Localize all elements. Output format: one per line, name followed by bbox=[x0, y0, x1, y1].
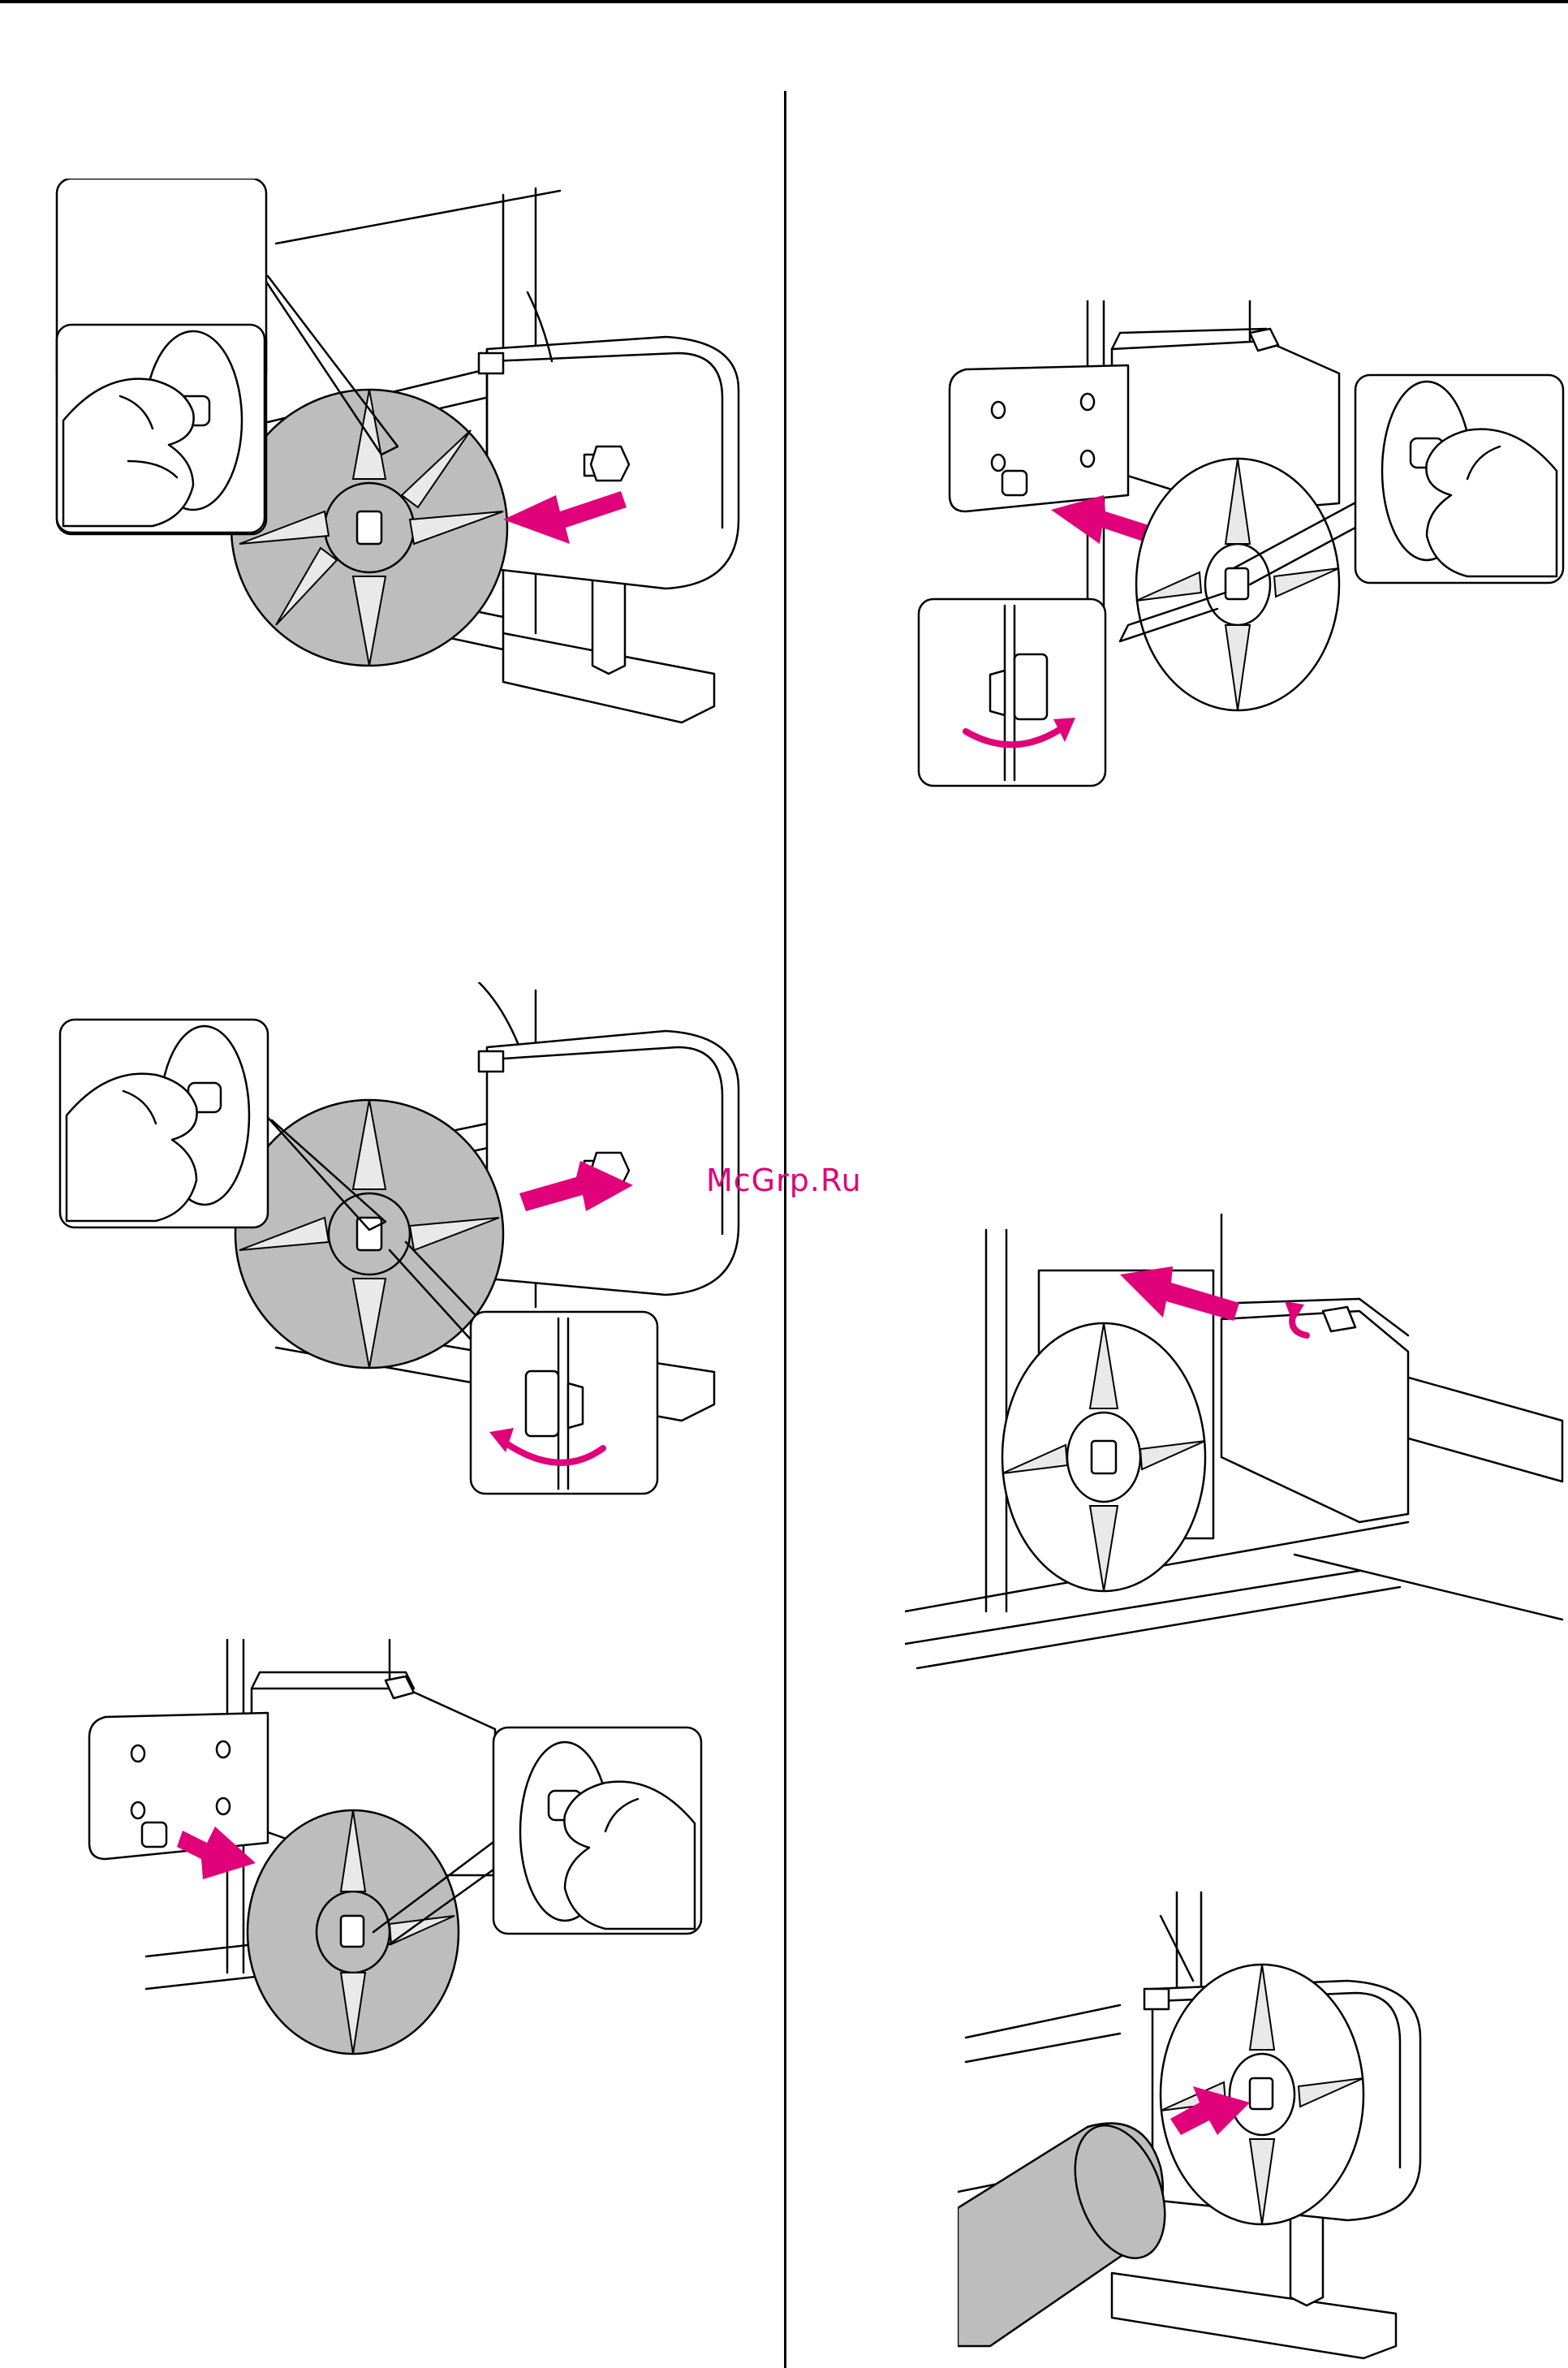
hand-pressing-lever-icon bbox=[58, 1018, 271, 1231]
page-top-rule bbox=[0, 0, 1568, 3]
hand-pressing-lever-icon bbox=[492, 1726, 704, 1937]
figure-2-inset-lever bbox=[469, 1310, 661, 1497]
column-divider bbox=[784, 91, 786, 2368]
insert-roll-core-icon bbox=[958, 1891, 1445, 2368]
figure-2-inset-hand bbox=[58, 1018, 271, 1231]
hand-pressing-lever-icon bbox=[55, 323, 268, 536]
hand-pressing-lever-icon bbox=[1354, 373, 1566, 586]
figure-slide-unit bbox=[905, 1214, 1568, 1676]
lever-rotate-icon bbox=[917, 597, 1109, 789]
slide-unit-along-bar-icon bbox=[905, 1214, 1568, 1676]
figure-4-inset-lever bbox=[917, 597, 1109, 789]
figure-insert-roll bbox=[958, 1891, 1445, 2368]
figure-3-inset bbox=[492, 1726, 704, 1937]
figure-1-inset bbox=[55, 323, 268, 536]
lever-rotate-icon bbox=[469, 1310, 661, 1497]
watermark: McGrp.Ru bbox=[706, 1162, 862, 1198]
figure-4-inset-hand bbox=[1354, 373, 1566, 586]
